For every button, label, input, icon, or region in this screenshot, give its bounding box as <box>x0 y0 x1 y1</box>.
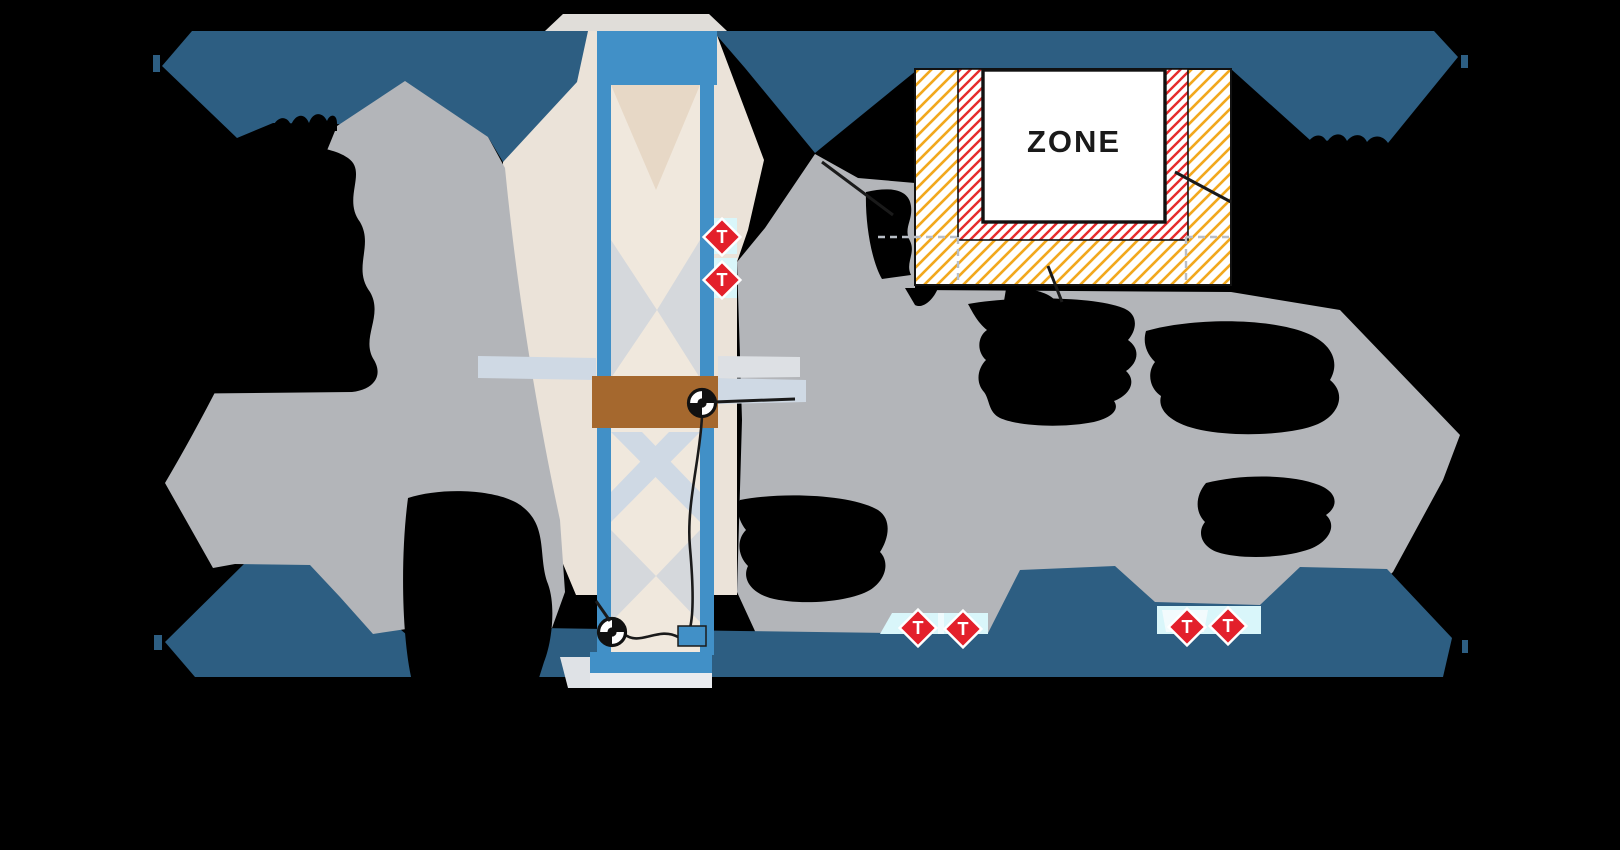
column-rail-left <box>597 85 611 655</box>
signal-cable-bottom <box>623 632 679 640</box>
column-top-collar <box>545 14 727 31</box>
base-plate-blue <box>590 652 712 673</box>
signal-cable-vertical <box>688 415 704 629</box>
column-thermocouples: T T <box>701 216 743 301</box>
thermocouple-diamond <box>1166 606 1208 648</box>
thermocouple-label: T <box>717 270 728 290</box>
top-band-right-sliver <box>1461 55 1468 68</box>
interior-shade-top <box>611 85 700 190</box>
thermocouple-diamond <box>701 259 743 301</box>
leader-line-insulation <box>1046 265 1064 303</box>
thermocouple-label: T <box>1223 616 1234 636</box>
zone-label: ZONE <box>1027 124 1121 159</box>
bottom-band-left-sliver <box>154 635 162 650</box>
thermo-strip-gap <box>938 613 944 634</box>
cross-stripe-right <box>718 378 806 404</box>
thermocouple-diamond <box>942 608 984 650</box>
interior-shade-left <box>611 240 657 378</box>
thermocouple-diamond <box>1207 605 1249 647</box>
leader-line-base-target <box>594 600 612 622</box>
base-plate-white <box>590 673 712 688</box>
cross-stripe-right-upper <box>718 356 800 378</box>
zone-inner-box <box>981 68 1167 224</box>
thermocouple-label: T <box>717 227 728 247</box>
leader-line-load-target <box>713 397 796 404</box>
thermocouple-label: T <box>958 619 969 639</box>
thermocouple-label: T <box>913 618 924 638</box>
column-rail-right <box>700 85 714 655</box>
top-band-left-sliver <box>153 55 160 72</box>
thermocouple-label: T <box>1182 617 1193 637</box>
leader-line-top-notch <box>821 160 894 217</box>
target-marker-bottom <box>596 616 628 648</box>
specimen-column <box>478 31 806 688</box>
base-wedge <box>560 657 590 688</box>
leader-line-seal <box>1174 170 1232 204</box>
cross-stripe-left <box>478 356 596 380</box>
thermocouple-diamond <box>701 216 743 258</box>
zone-detail-box: ZONE <box>878 68 1232 303</box>
x-brace-stripe-b <box>611 432 700 522</box>
base-thermocouples-left-pair: T T <box>880 607 988 650</box>
target-marker-top <box>686 387 718 419</box>
base-thermocouples-right-pair: T T <box>1157 605 1261 648</box>
interior-shade-right <box>657 240 700 378</box>
top-slab-band <box>153 31 1468 162</box>
redacted-label-blobs <box>150 114 1392 681</box>
column-cap <box>597 31 717 85</box>
interior-shade-lower-left <box>611 530 656 622</box>
interior-shade-lower-right <box>656 530 700 622</box>
bottom-band-right-sliver <box>1462 640 1468 653</box>
junction-box <box>677 625 707 647</box>
thermocouple-diamond <box>897 607 939 649</box>
